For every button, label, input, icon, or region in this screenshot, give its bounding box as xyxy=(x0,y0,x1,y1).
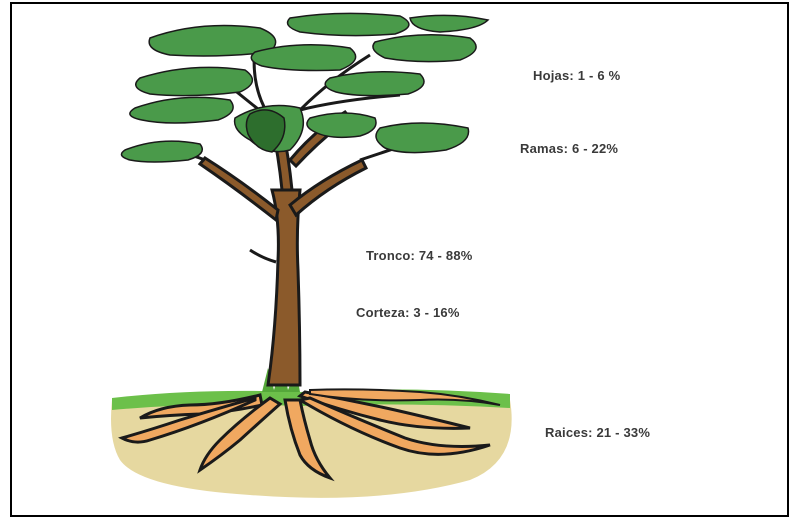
label-branches: Ramas: 6 - 22% xyxy=(520,141,618,156)
foliage xyxy=(121,13,488,162)
label-trunk: Tronco: 74 - 88% xyxy=(366,248,473,263)
label-roots: Raices: 21 - 33% xyxy=(545,425,650,440)
label-leaves: Hojas: 1 - 6 % xyxy=(533,68,620,83)
label-bark: Corteza: 3 - 16% xyxy=(356,305,460,320)
